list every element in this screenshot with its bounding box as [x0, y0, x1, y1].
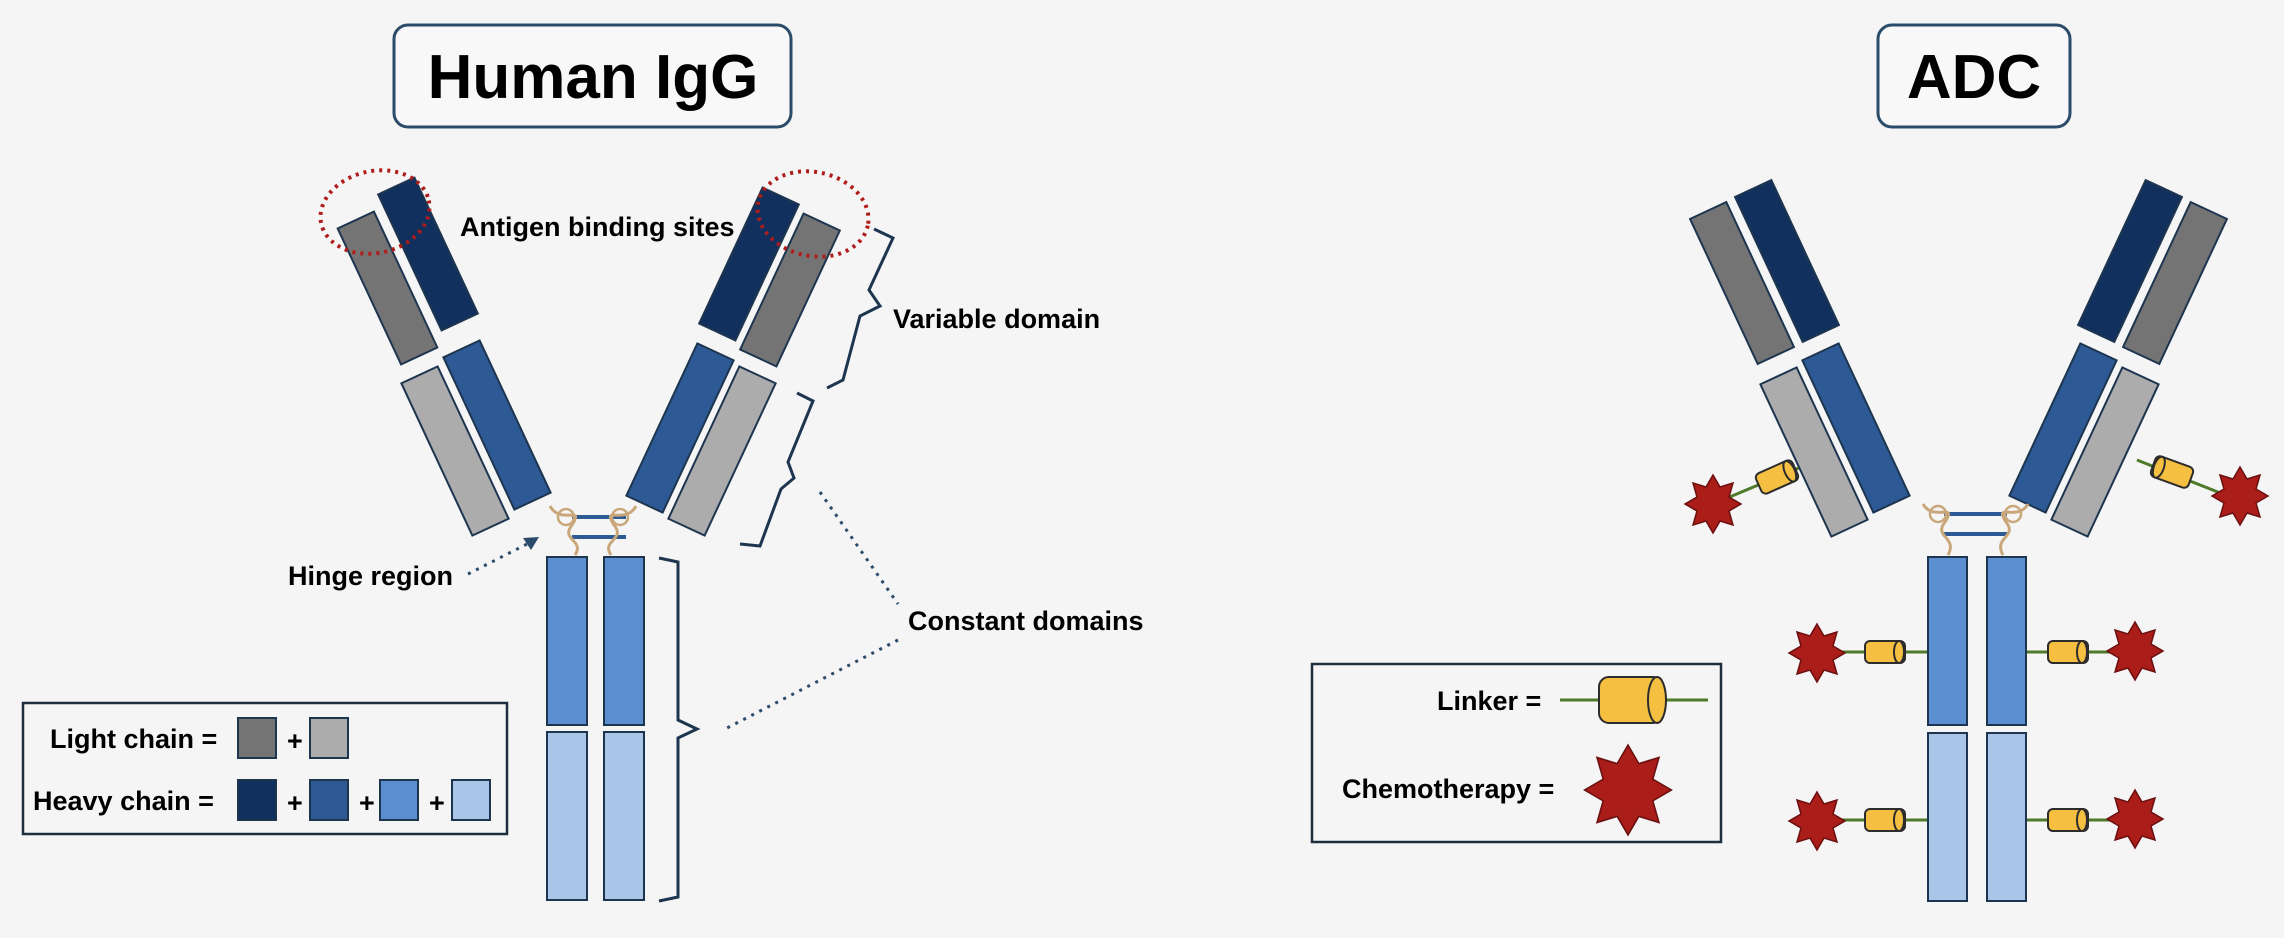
- adc-legend: Linker = Chemotherapy =: [1310, 662, 1723, 844]
- adc-right-heavy-variable: [2076, 178, 2184, 344]
- igg-hinge: [548, 505, 638, 556]
- igg-heavy-ch3-left: [546, 731, 588, 901]
- igg-left-heavy-ch1: [442, 339, 552, 511]
- adc-title: ADC: [1907, 43, 2041, 112]
- chemotherapy-legend-icon: [1583, 743, 1673, 837]
- light-chain-swatch-variable: [237, 717, 277, 759]
- antigen-binding-sites-label: Antigen binding sites: [460, 212, 735, 242]
- adc-heavy-ch3-right: [1986, 732, 2027, 902]
- light-chain-legend-label: Light chain =: [50, 724, 217, 754]
- adc-heavy-ch3-left: [1927, 732, 1968, 902]
- chemotherapy-star-icon: [2106, 789, 2164, 849]
- chemotherapy-legend-label: Chemotherapy =: [1342, 774, 1554, 804]
- adc-left-light-constant: [1759, 366, 1869, 538]
- legend-plus: +: [429, 788, 445, 818]
- adc-right-arm: [2008, 178, 2229, 538]
- adc-right-light-constant: [2050, 366, 2160, 538]
- hinge-pointer: [467, 539, 534, 576]
- heavy-chain-swatch-variable: [237, 779, 277, 821]
- chemotherapy-star-icon: [2106, 621, 2164, 681]
- igg-left-heavy-variable: [376, 176, 480, 332]
- legend-plus: +: [359, 788, 375, 818]
- igg-legend: Light chain = + Heavy chain = + + +: [21, 701, 509, 836]
- variable-domain-label: Variable domain: [893, 304, 1100, 334]
- adc-left-heavy-ch1: [1801, 342, 1911, 514]
- chemotherapy-star-icon: [2211, 466, 2269, 526]
- linker-icon: [1864, 808, 1906, 832]
- heavy-chain-legend-label: Heavy chain =: [33, 786, 214, 816]
- constant-pointer-upper: [818, 491, 900, 605]
- constant-domains-label: Constant domains: [908, 606, 1144, 636]
- adc-left-arm: [1688, 178, 1911, 538]
- igg-left-light-constant: [400, 365, 510, 537]
- hinge-arrowhead: [523, 537, 539, 550]
- adc-fc: [1927, 556, 2027, 902]
- adc-right-light-variable: [2121, 200, 2229, 366]
- constant-pointer-lower: [726, 638, 899, 730]
- adc-hinge: [1921, 503, 2030, 556]
- igg-title-box: [392, 23, 793, 129]
- linker-icon: [2047, 640, 2089, 664]
- linker-icon: [2047, 808, 2089, 832]
- igg-left-light-variable: [336, 210, 439, 366]
- igg-right-arm: [625, 186, 842, 537]
- adc-drug-payloads: [1684, 466, 2269, 851]
- light-chain-swatch-constant: [309, 717, 349, 759]
- hinge-region-label: Hinge region: [288, 561, 453, 591]
- legend-plus: +: [287, 788, 303, 818]
- linker-icon: [1753, 457, 1801, 497]
- heavy-chain-swatch-ch3: [451, 779, 491, 821]
- chemotherapy-star-icon: [1788, 623, 1846, 683]
- binding-site-ring-right: [755, 169, 871, 259]
- adc-heavy-ch2-left: [1927, 556, 1968, 726]
- adc-left-heavy-variable: [1733, 178, 1841, 344]
- igg-left-arm: [336, 176, 552, 537]
- igg-right-heavy-ch1: [625, 342, 735, 514]
- igg-heavy-ch3-right: [603, 731, 645, 901]
- chemotherapy-star-icon: [1684, 474, 1742, 534]
- igg-right-light-constant: [667, 365, 777, 537]
- chemotherapy-star-icon: [1788, 791, 1846, 851]
- igg-heavy-ch2-left: [546, 556, 588, 726]
- igg-right-heavy-variable: [697, 186, 801, 342]
- legend-plus: +: [287, 726, 303, 756]
- constant-domain-arm-brace: [739, 391, 815, 548]
- igg-heavy-ch2-right: [603, 556, 645, 726]
- linker-legend-label: Linker =: [1437, 686, 1541, 716]
- variable-domain-brace: [826, 227, 895, 390]
- linker-legend-icon: [1598, 676, 1667, 724]
- adc-heavy-ch2-right: [1986, 556, 2027, 726]
- linker-icon: [2148, 453, 2196, 491]
- igg-right-light-variable: [738, 212, 842, 368]
- adc-left-light-variable: [1688, 200, 1796, 366]
- binding-site-ring-left: [318, 168, 432, 256]
- igg-title: Human IgG: [428, 43, 759, 112]
- adc-title-box: [1876, 23, 2072, 129]
- igg-fc: [546, 556, 645, 901]
- constant-domain-fc-brace: [658, 556, 701, 903]
- heavy-chain-swatch-ch1: [309, 779, 349, 821]
- heavy-chain-swatch-ch2: [379, 779, 419, 821]
- linker-icon: [1864, 640, 1906, 664]
